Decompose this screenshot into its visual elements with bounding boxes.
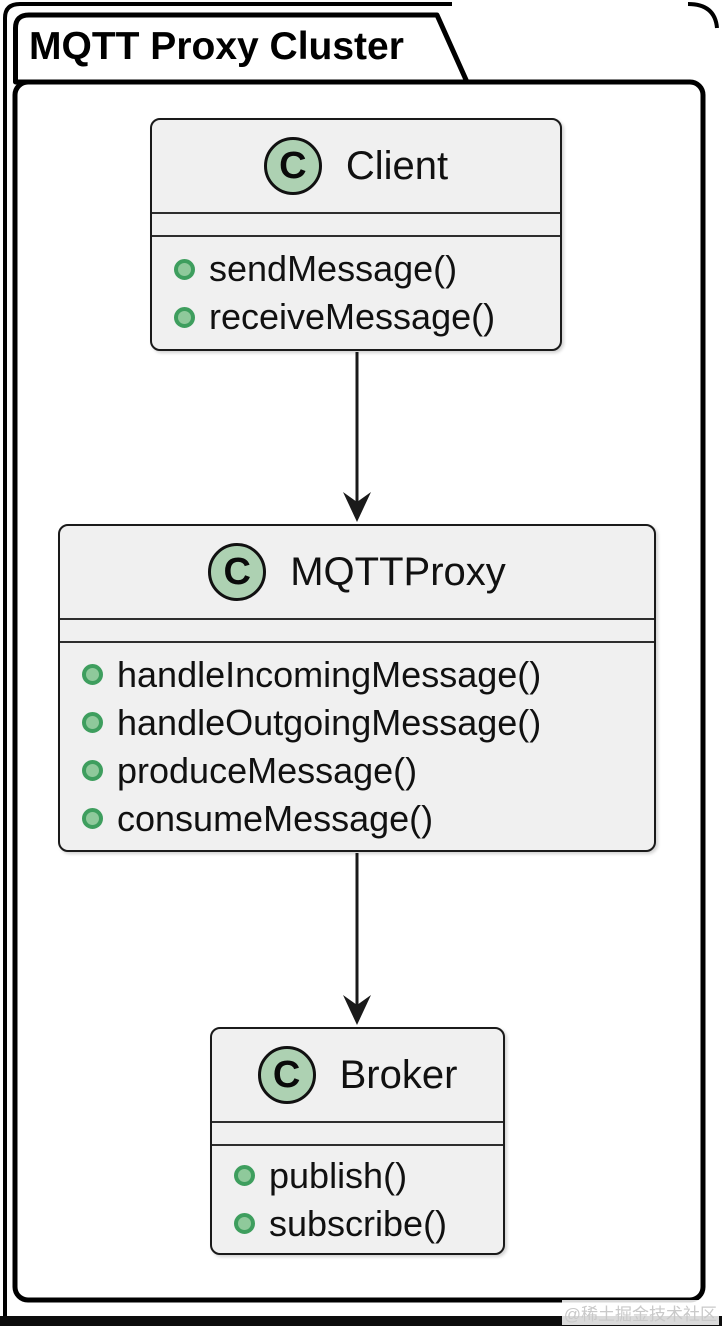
class-header: C Broker (212, 1029, 503, 1121)
fields-section-empty (60, 620, 654, 641)
public-method-icon (82, 808, 103, 829)
method-row: consumeMessage() (60, 795, 654, 843)
method-row: handleIncomingMessage() (60, 651, 654, 699)
class-stereotype-icon: C (263, 137, 322, 195)
watermark: @稀土掘金技术社区 (561, 1300, 719, 1325)
public-method-icon (82, 712, 103, 733)
public-method-icon (174, 258, 195, 280)
arrowhead-down-icon (343, 492, 371, 522)
outer-frame-top-left-edge (3, 2, 452, 1318)
class-name: MQTTProxy (290, 549, 506, 594)
methods-section: handleIncomingMessage() handleOutgoingMe… (60, 643, 654, 850)
method-row: subscribe() (212, 1200, 503, 1248)
method-row: publish() (212, 1152, 503, 1200)
fields-section-empty (152, 214, 560, 235)
frame-title-tab (13, 12, 470, 85)
methods-section: sendMessage() receiveMessage() (152, 237, 560, 349)
section-divider (60, 641, 654, 643)
outer-frame-cropped (3, 2, 719, 1318)
method-row: receiveMessage() (152, 293, 560, 341)
class-stereotype-icon: C (257, 1046, 316, 1104)
section-divider (212, 1144, 503, 1146)
class-box-broker: C Broker publish() subscribe() (210, 1027, 505, 1255)
method-label: handleOutgoingMessage() (117, 701, 542, 743)
method-label: sendMessage() (209, 248, 458, 289)
section-divider (212, 1121, 503, 1123)
relation-proxy-to-broker (343, 853, 371, 1025)
class-header: C Client (152, 120, 560, 212)
relation-client-to-proxy (343, 352, 371, 522)
outer-frame-top-right-corner (687, 2, 719, 29)
frame-title: MQTT Proxy Cluster (29, 25, 404, 68)
method-label: handleIncomingMessage() (117, 653, 542, 695)
method-row: handleOutgoingMessage() (60, 699, 654, 747)
public-method-icon (234, 1165, 255, 1186)
method-label: produceMessage() (117, 749, 418, 791)
methods-section: publish() subscribe() (212, 1146, 503, 1253)
section-divider (152, 212, 560, 214)
public-method-icon (234, 1213, 255, 1234)
arrowhead-down-icon (343, 995, 371, 1025)
public-method-icon (82, 664, 103, 685)
class-stereotype-icon: C (208, 543, 267, 601)
outer-frame-bottom-bar (0, 1316, 722, 1326)
method-label: subscribe() (269, 1202, 448, 1244)
public-method-icon (82, 760, 103, 781)
public-method-icon (174, 306, 195, 328)
method-row: produceMessage() (60, 747, 654, 795)
class-box-client: C Client sendMessage() receiveMessage() (150, 118, 562, 351)
class-name: Client (345, 143, 449, 188)
class-name: Broker (339, 1052, 458, 1097)
method-label: receiveMessage() (209, 296, 496, 337)
method-label: consumeMessage() (117, 797, 434, 839)
class-box-mqttproxy: C MQTTProxy handleIncomingMessage() hand… (58, 524, 656, 852)
section-divider (152, 235, 560, 237)
method-label: publish() (269, 1154, 408, 1196)
method-row: sendMessage() (152, 245, 560, 293)
fields-section-empty (212, 1123, 503, 1144)
class-header: C MQTTProxy (60, 526, 654, 618)
section-divider (60, 618, 654, 620)
